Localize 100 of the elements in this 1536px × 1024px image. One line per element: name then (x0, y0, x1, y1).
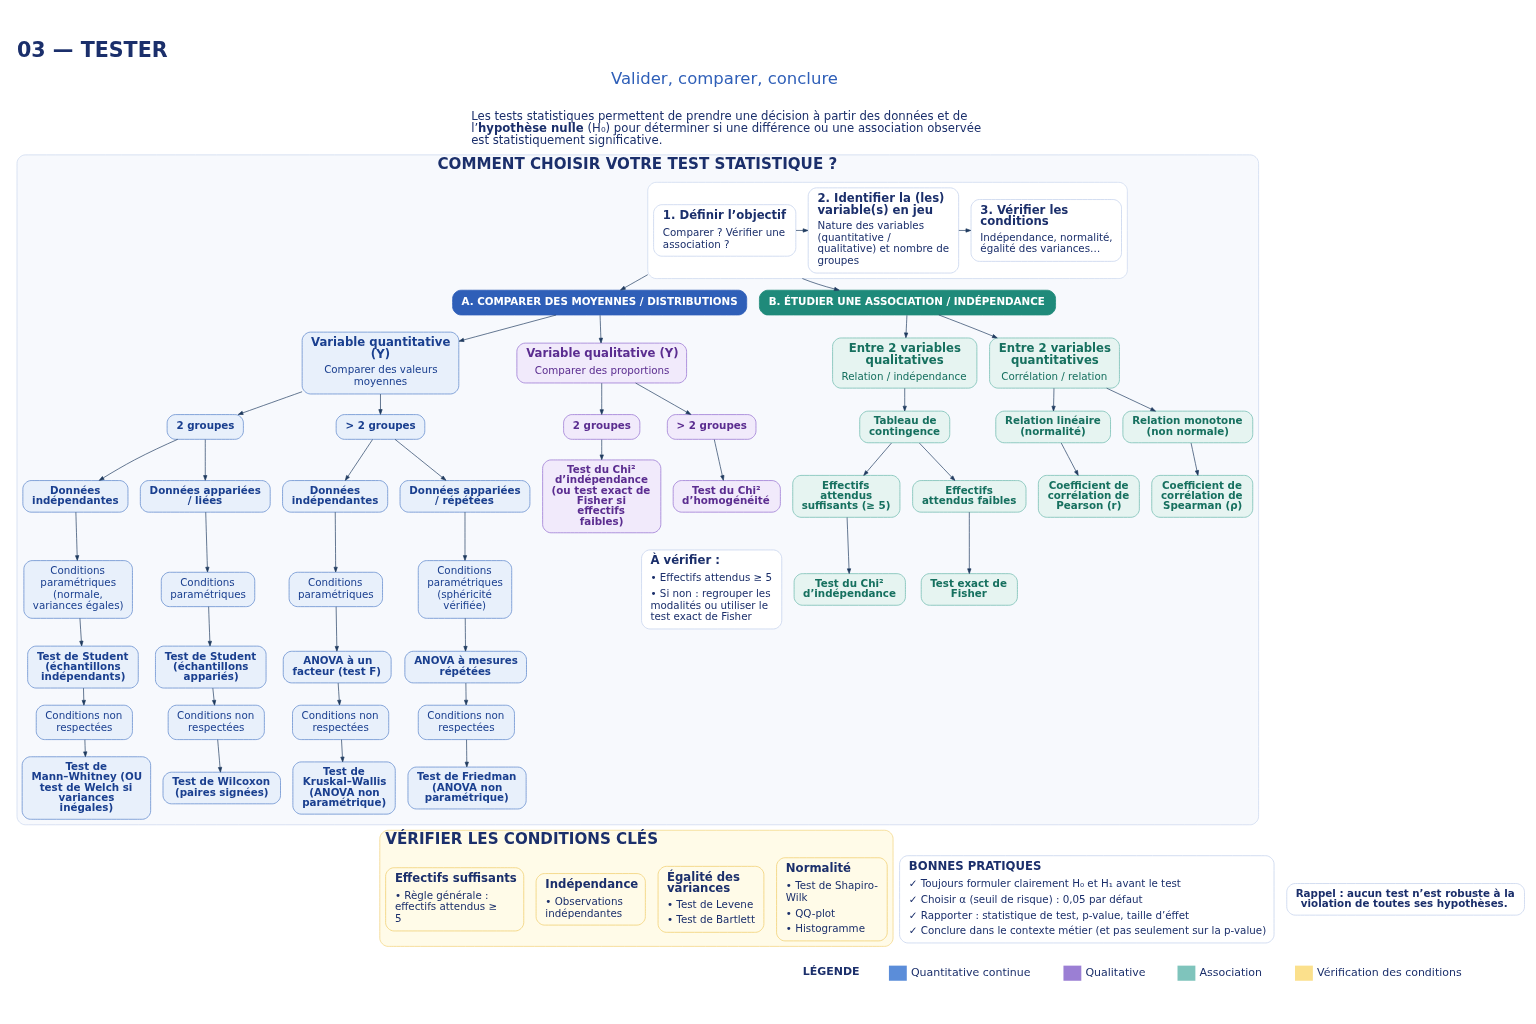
label: LÉGENDE (802, 964, 860, 978)
node-box: À vérifier : • Effectifs attendus ≥ 5 • Si non : regrouper les modalités ou utiliser le test exact de Fisher (641, 549, 783, 629)
node-box: Normalité • Test de Shapiro-Wilk • QQ-plot • Histogramme (776, 856, 888, 941)
arrow (462, 511, 467, 561)
node-box: Conditions paramétriques (288, 571, 383, 607)
node-box: Conditions non respectées (35, 704, 133, 740)
node-box: > 2 groupes (666, 413, 757, 440)
arrow (1106, 387, 1156, 411)
node-box: Test de Wilcoxon (paires signées) (162, 771, 281, 804)
node-box: Test du Chi² d’indépendance (ou test exact de Fisher si effectifs faibles) (542, 459, 662, 533)
node-box: ANOVA à mesures répétées (404, 650, 527, 683)
arrow (967, 511, 972, 574)
arrow (75, 511, 80, 561)
arrow (378, 393, 383, 415)
node-box: Coefficient de corrélation de Pearson (r) (1037, 474, 1140, 518)
node-box: Variable qualitative (Y) Comparer des proportions (516, 342, 687, 383)
diagram-title: 03 — TESTER (17, 37, 168, 62)
arrow (958, 227, 972, 232)
node-box: Entre 2 variables qualitatives Relation / indépendance (832, 337, 978, 389)
arrow (938, 314, 998, 338)
arrow (207, 605, 212, 646)
node-box: Relation monotone (non normale) (1122, 410, 1254, 443)
node-box: Conditions non respectées (417, 704, 515, 740)
arrow (599, 382, 604, 415)
node-box: Données indépendantes (22, 479, 129, 513)
arrow (1190, 442, 1199, 476)
legend-label: Quantitative continue (910, 965, 1031, 979)
arrow (217, 738, 223, 772)
arrow (458, 314, 557, 342)
legend-label: Qualitative (1085, 965, 1146, 979)
arrow (464, 682, 469, 705)
node-box: Rappel : aucun test n’est robuste à la violation de toutes ses hypothèses. (1286, 882, 1525, 916)
arrow (345, 438, 373, 481)
node-box: Test de Student (échantillons appariés) (155, 645, 267, 688)
node-box: Effectifs suffisants • Règle générale : effectifs attendus ≥ 5 (385, 866, 525, 931)
arrow (83, 738, 88, 757)
node-box: Variable quantitative (Y) Comparer des valeurs moyennes (301, 331, 460, 394)
node-box: Conditions non respectées (292, 704, 390, 740)
label: Les tests statistiques permettent de prendre une décision à partir des données et de l’hypothèse nulle (H₀) pour déterminer si une différence ou une association observée est statistiquement significative. (471, 108, 982, 147)
node-box: 2 groupes (166, 413, 244, 440)
node-box: Test du Chi² d’indépendance (793, 572, 906, 606)
node-box: B. ÉTUDIER UNE ASSOCIATION / INDÉPENDANCE (759, 289, 1056, 315)
arrow (795, 227, 809, 232)
arrow (203, 438, 208, 481)
node-box: Test de Kruskal–Wallis (ANOVA non paramétrique) (292, 761, 396, 815)
node-box: Test de Friedman (ANOVA non paramétrique) (407, 766, 527, 809)
arrow (98, 438, 179, 481)
arrow (902, 387, 907, 411)
arrow (1060, 442, 1079, 476)
arrow (333, 511, 338, 572)
node-box: Test de Student (échantillons indépendants) (27, 645, 139, 688)
arrow (1051, 387, 1056, 411)
node-box: Données appariées / répétées (399, 479, 531, 513)
node-box: Conditions paramétriques (160, 571, 256, 607)
arrow (599, 438, 604, 460)
node-box: Test du Chi² d’homogénéité (672, 479, 781, 513)
node-box: Entre 2 variables quantitatives Corrélation / relation (989, 337, 1120, 389)
node-box: Données indépendantes (282, 479, 389, 513)
arrow (846, 516, 852, 574)
arrow (205, 511, 210, 572)
node-box: Test de Mann–Whitney (OU test de Welch si variances inégales) (21, 755, 152, 820)
arrow (79, 617, 84, 646)
arrow (713, 438, 725, 481)
arrow (919, 442, 956, 481)
arrow (635, 382, 692, 415)
node-box: Effectifs attendus suffisants (≥ 5) (792, 474, 901, 518)
arrow (863, 442, 892, 476)
arrow (81, 687, 86, 705)
node-box: Conditions paramétriques (normale, variances égales) (23, 559, 133, 619)
node-box: Conditions paramétriques (sphéricité vérifiée) (417, 559, 513, 619)
label: Valider, comparer, conclure (611, 68, 838, 88)
arrow (334, 605, 339, 652)
node-box: > 2 groupes (335, 413, 426, 440)
arrow (464, 738, 469, 767)
arrow (237, 390, 303, 415)
node-box: 2. Identifier la (les) variable(s) en jeu Nature des variables (quantitative / qualitative) et nombre de groupes (807, 186, 960, 273)
node-box: A. COMPARER DES MOYENNES / DISTRIBUTIONS (452, 289, 748, 315)
node-box: BONNES PRATIQUES ✓ Toujours formuler clairement H₀ et H₁ avant le test ✓ Choisir α (seuil de risque) : 0,05 par défaut ✓ Rapporter : statistique de test, p-value, taille d’éffet ✓ Conclure dans le contexte métier (et pas seulement sur la p-value) (899, 854, 1275, 943)
arrow (904, 314, 909, 338)
node-box: Données appariées / liées (139, 479, 271, 513)
node-box: Conditions non respectées (167, 704, 265, 740)
arrow (463, 617, 468, 651)
arrow (598, 314, 603, 343)
arrow (212, 687, 217, 705)
node-box: Coefficient de corrélation de Spearman (ρ) (1151, 474, 1254, 518)
node-box: Égalité des variances • Test de Levene • Test de Bartlett (657, 865, 765, 933)
arrow (340, 738, 345, 762)
node-box: ANOVA à un facteur (test F) (282, 650, 392, 683)
cluster (647, 181, 1128, 279)
node-box: Effectifs attendus faibles (912, 479, 1027, 513)
arrow (802, 277, 840, 291)
legend-label: Vérification des conditions (1316, 965, 1462, 979)
node-box: Tableau de contingence (859, 410, 951, 443)
node-box: 2 groupes (563, 413, 641, 440)
node-box: 3. Vérifier les conditions Indépendance, normalité, égalité des variances… (970, 198, 1122, 262)
arrow (337, 682, 342, 705)
arrow (394, 438, 447, 481)
arrow (620, 273, 649, 290)
node-box: Indépendance • Observations indépendantes (535, 872, 646, 925)
node-box: Test exact de Fisher (920, 572, 1018, 606)
